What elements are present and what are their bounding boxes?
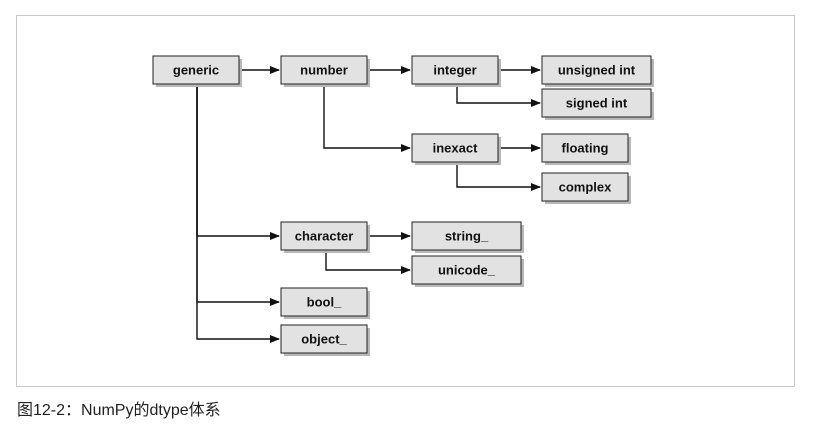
node-signed-int: signed int bbox=[541, 88, 654, 120]
node-box bbox=[541, 133, 629, 163]
node-bool: bool_ bbox=[280, 287, 370, 319]
edge-generic-to-object_ bbox=[196, 84, 280, 343]
node-string: string_ bbox=[411, 221, 524, 253]
edge-generic-to-character bbox=[196, 84, 280, 240]
node-complex: complex bbox=[541, 172, 631, 204]
node-box bbox=[280, 287, 368, 317]
node-label: unsigned int bbox=[558, 63, 636, 78]
nodes-layer: generic number integer unsigned int signed i… bbox=[152, 55, 654, 356]
node-label: object_ bbox=[301, 332, 347, 347]
node-unicode: unicode_ bbox=[411, 255, 524, 287]
node-box bbox=[411, 255, 522, 285]
node-label: floating bbox=[562, 141, 609, 156]
node-floating: floating bbox=[541, 133, 631, 165]
dtype-hierarchy-diagram: generic number integer unsigned int signed i… bbox=[152, 55, 654, 356]
node-box bbox=[280, 221, 368, 251]
diagram-frame: generic number integer unsigned int signed i… bbox=[16, 15, 795, 387]
node-integer: integer bbox=[411, 55, 501, 87]
figure-caption: 图12-2：NumPy的dtype体系 bbox=[17, 402, 221, 419]
node-label: signed int bbox=[566, 96, 628, 111]
node-label: unicode_ bbox=[438, 263, 496, 278]
edge-integer-to-signed_int bbox=[456, 84, 541, 107]
node-label: string_ bbox=[445, 229, 489, 244]
node-box bbox=[541, 172, 629, 202]
node-box bbox=[541, 55, 652, 85]
node-box bbox=[411, 133, 499, 163]
node-label: integer bbox=[433, 63, 476, 78]
node-unsigned-int: unsigned int bbox=[541, 55, 654, 87]
node-label: complex bbox=[559, 180, 613, 195]
edges-layer bbox=[196, 66, 541, 343]
node-box bbox=[152, 55, 240, 85]
node-box bbox=[411, 55, 499, 85]
node-label: number bbox=[300, 63, 348, 78]
edge-inexact-to-complex bbox=[456, 162, 541, 191]
node-inexact: inexact bbox=[411, 133, 501, 165]
node-character: character bbox=[280, 221, 370, 253]
node-object: object_ bbox=[280, 324, 370, 356]
node-box bbox=[541, 88, 652, 118]
node-label: character bbox=[295, 229, 354, 244]
node-number: number bbox=[280, 55, 370, 87]
edge-generic-to-bool_ bbox=[196, 84, 280, 306]
edge-character-to-unicode_ bbox=[325, 250, 411, 274]
node-generic: generic bbox=[152, 55, 242, 87]
node-box bbox=[280, 55, 368, 85]
node-box bbox=[280, 324, 368, 354]
node-label: generic bbox=[173, 63, 219, 78]
node-label: bool_ bbox=[307, 295, 342, 310]
node-box bbox=[411, 221, 522, 251]
node-label: inexact bbox=[433, 141, 478, 156]
edge-number-to-inexact bbox=[323, 84, 411, 152]
